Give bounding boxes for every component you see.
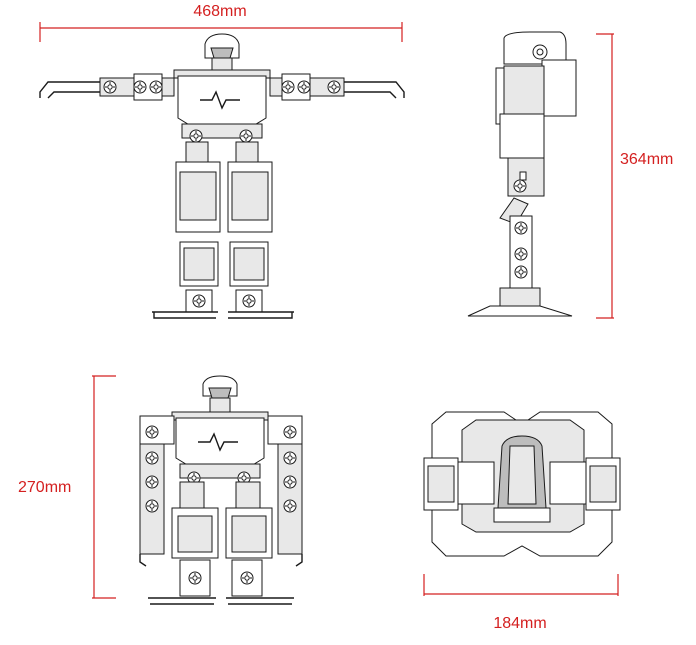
front-view-arms-down: 270mm: [18, 375, 303, 605]
side-leg: [467, 197, 573, 317]
top-view: 184mm: [423, 411, 621, 632]
top-body: [423, 435, 621, 523]
side-torso: [499, 65, 545, 197]
width-dimension-line: [39, 22, 403, 42]
width-dimension-line-184: [423, 574, 619, 596]
robot-right-arm: [269, 73, 405, 101]
height-label-270: 270mm: [18, 479, 71, 496]
width-label-184: 184mm: [493, 615, 546, 632]
side-view: 364mm: [467, 31, 673, 319]
height-label-364: 364mm: [620, 151, 673, 168]
side-head: [495, 31, 577, 125]
height-dimension-line: [596, 33, 614, 319]
robot-torso-2: [171, 411, 269, 485]
robot-head: [204, 33, 240, 73]
robot-torso: [173, 69, 271, 143]
front-view-arms-out: 468mm: [39, 3, 405, 319]
robot-left-arm-down: [139, 415, 175, 567]
robot-legs-2: [148, 481, 294, 605]
robot-legs: [152, 141, 294, 319]
robot-head-2: [202, 375, 238, 413]
width-label-468: 468mm: [193, 3, 246, 20]
height-dimension-line-270: [92, 375, 116, 599]
robot-left-arm: [39, 73, 175, 101]
robot-right-arm-down: [267, 415, 303, 567]
